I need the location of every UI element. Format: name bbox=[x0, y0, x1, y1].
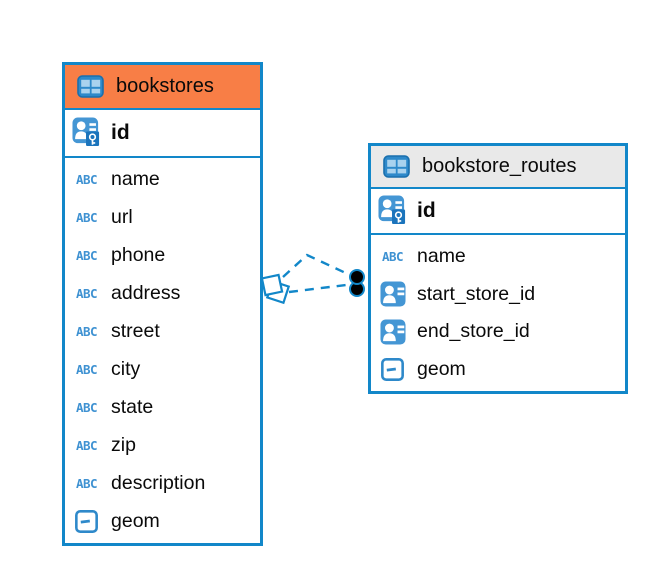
relationship-dot-marker bbox=[349, 269, 365, 297]
entity-title: bookstores bbox=[116, 75, 214, 97]
column-label: state bbox=[111, 395, 154, 418]
column-label: zip bbox=[111, 433, 136, 456]
entity-bookstores[interactable]: bookstores id ABC name ABC url ABC phone… bbox=[62, 62, 263, 546]
relationship-line-2 bbox=[288, 283, 347, 294]
column-label: city bbox=[111, 357, 141, 380]
relationship-line-1 bbox=[282, 253, 351, 278]
primary-key-icon bbox=[70, 117, 103, 149]
column-row[interactable]: ABC name bbox=[376, 238, 620, 276]
column-list: ABC name ABC url ABC phone ABC address A… bbox=[65, 158, 260, 543]
column-label: name bbox=[417, 245, 466, 268]
column-row[interactable]: ABC description bbox=[70, 464, 255, 502]
foreign-key-icon bbox=[376, 281, 409, 307]
column-label: description bbox=[111, 471, 206, 494]
text-type-icon: ABC bbox=[75, 475, 98, 491]
column-label: address bbox=[111, 282, 181, 305]
text-type-icon: ABC bbox=[75, 361, 98, 377]
column-label: street bbox=[111, 320, 160, 343]
entity-bookstore-routes[interactable]: bookstore_routes id ABC name start_store… bbox=[368, 143, 628, 394]
column-row[interactable]: ABC address bbox=[70, 275, 255, 313]
column-label: url bbox=[111, 206, 133, 229]
text-type-icon: ABC bbox=[75, 399, 98, 415]
column-label: start_store_id bbox=[417, 282, 536, 305]
column-label: id bbox=[111, 121, 130, 144]
column-row-pk[interactable]: id bbox=[65, 110, 260, 158]
column-label: geom bbox=[417, 357, 466, 380]
text-type-icon: ABC bbox=[75, 324, 98, 340]
column-row[interactable]: ABC zip bbox=[70, 426, 255, 464]
geometry-type-icon bbox=[376, 358, 409, 381]
foreign-key-icon bbox=[376, 319, 409, 345]
column-label: id bbox=[417, 199, 436, 222]
column-row[interactable]: ABC name bbox=[70, 161, 255, 199]
text-type-icon: ABC bbox=[75, 248, 98, 264]
primary-key-icon bbox=[376, 195, 409, 227]
column-row[interactable]: ABC state bbox=[70, 388, 255, 426]
column-row[interactable]: end_store_id bbox=[376, 313, 620, 351]
entity-header-bookstores[interactable]: bookstores bbox=[65, 65, 260, 110]
column-label: name bbox=[111, 168, 160, 191]
column-row[interactable]: ABC city bbox=[70, 351, 255, 389]
column-label: end_store_id bbox=[417, 320, 530, 343]
column-label: geom bbox=[111, 509, 160, 532]
text-type-icon: ABC bbox=[381, 249, 404, 265]
column-row-pk[interactable]: id bbox=[371, 189, 625, 235]
text-type-icon: ABC bbox=[75, 437, 98, 453]
column-row[interactable]: ABC phone bbox=[70, 237, 255, 275]
column-list: ABC name start_store_id end_store_id ge bbox=[371, 235, 625, 391]
relationship-diamond-marker bbox=[260, 273, 291, 305]
table-icon bbox=[380, 155, 413, 178]
geometry-type-icon bbox=[70, 510, 103, 533]
column-row[interactable]: geom bbox=[70, 502, 255, 540]
entity-header-bookstore-routes[interactable]: bookstore_routes bbox=[371, 146, 625, 189]
column-row[interactable]: ABC url bbox=[70, 199, 255, 237]
table-icon bbox=[74, 75, 107, 98]
text-type-icon: ABC bbox=[75, 286, 98, 302]
column-row[interactable]: start_store_id bbox=[376, 276, 620, 314]
text-type-icon: ABC bbox=[75, 210, 98, 226]
text-type-icon: ABC bbox=[75, 172, 98, 188]
column-row[interactable]: ABC street bbox=[70, 313, 255, 351]
column-row[interactable]: geom bbox=[376, 351, 620, 389]
entity-title: bookstore_routes bbox=[422, 155, 577, 177]
column-label: phone bbox=[111, 244, 166, 267]
